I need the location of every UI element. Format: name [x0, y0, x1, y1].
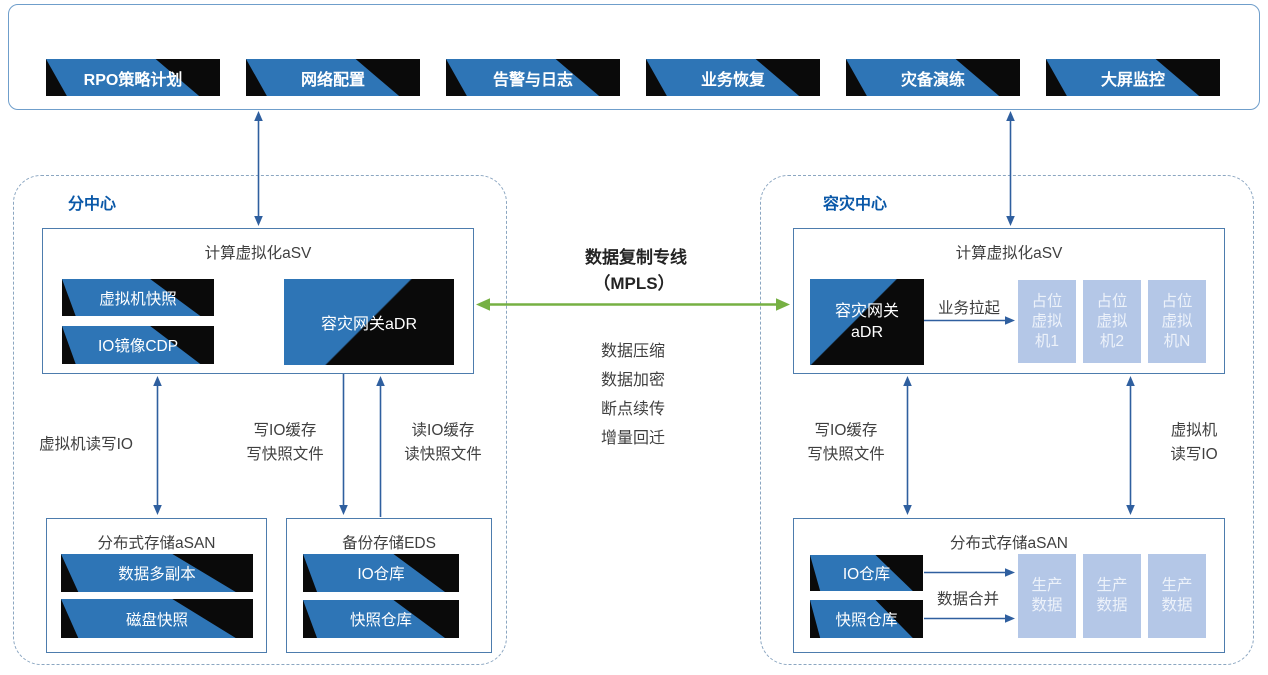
chip-io-mirror-cdp: IO镜像CDP [62, 326, 214, 364]
top-button-alert-log: 告警与日志 [446, 59, 620, 96]
top-button-screen-monitor: 大屏监控 [1046, 59, 1220, 96]
chip-disk-snapshot: 磁盘快照 [61, 599, 253, 638]
dr-center-title: 容灾中心 [823, 196, 888, 213]
dr-asan-box: 分布式存储aSAN IO仓库 快照仓库 生产 数据 生产 数据 生产 数据 [793, 518, 1225, 653]
chip-label: 磁盘快照 [125, 611, 188, 629]
label-vm-read-write-io-dr: 虚拟机 读写IO [1170, 422, 1218, 463]
dr-center-region: 容灾中心 [760, 175, 1254, 665]
chip-io-repository-dr: IO仓库 [810, 555, 923, 591]
production-data-2: 生产 数据 [1083, 554, 1141, 638]
top-button-label: 大屏监控 [1100, 71, 1165, 89]
chip-io-repository: IO仓库 [303, 554, 459, 592]
dr-asv-box: 计算虚拟化aSV 容灾网关 aDR 占位 虚拟 机1 占位 虚拟 机2 占位 虚… [793, 228, 1225, 374]
chip-label: 容灾网关 aDR [834, 303, 899, 341]
placeholder-vm-2: 占位 虚拟 机2 [1083, 280, 1141, 363]
label-service-pull-up: 业务拉起 [937, 300, 1001, 317]
top-button-label: 告警与日志 [492, 71, 573, 89]
label-write-io-cache: 写IO缓存 写快照文件 [246, 422, 324, 463]
chip-vm-snapshot: 虚拟机快照 [62, 279, 214, 316]
chip-label: IO仓库 [357, 566, 405, 583]
chip-dr-gateway-adr: 容灾网关 aDR [810, 279, 924, 365]
production-data-1: 生产 数据 [1018, 554, 1076, 638]
branch-eds-box: 备份存储EDS IO仓库 快照仓库 [286, 518, 492, 653]
branch-asan-title: 分布式存储aSAN [97, 535, 216, 552]
top-button-label: 网络配置 [300, 71, 365, 89]
chip-label: 容灾网关aDR [320, 316, 417, 333]
branch-center-title: 分中心 [68, 196, 117, 213]
branch-center-region: 分中心 [13, 175, 507, 665]
chip-label: IO镜像CDP [97, 338, 179, 355]
chip-snapshot-repository-dr: 快照仓库 [810, 600, 923, 638]
replication-features-list: 数据压缩 数据加密 断点续传 增量回迁 [600, 343, 666, 447]
chip-label: 快照仓库 [835, 612, 898, 629]
connector-mpls-replication-link [476, 298, 790, 311]
mpls-link-title: 数据复制专线 [585, 248, 687, 267]
branch-asan-box: 分布式存储aSAN 数据多副本 磁盘快照 [46, 518, 267, 653]
placeholder-vm-1: 占位 虚拟 机1 [1018, 280, 1076, 363]
placeholder-vm-n: 占位 虚拟 机N [1148, 280, 1206, 363]
label-read-io-cache: 读IO缓存 读快照文件 [404, 422, 482, 463]
branch-asv-title: 计算虚拟化aSV [204, 245, 312, 262]
branch-eds-title: 备份存储EDS [342, 535, 436, 552]
label-vm-read-write-io: 虚拟机读写IO [39, 436, 133, 453]
top-button-label: 灾备演练 [900, 71, 965, 89]
top-button-label: 业务恢复 [700, 71, 765, 89]
chip-data-replicas: 数据多副本 [61, 554, 253, 592]
label-write-io-cache-dr: 写IO缓存 写快照文件 [807, 422, 885, 463]
chip-label: 快照仓库 [349, 612, 412, 629]
mpls-link-subtitle: （MPLS） [593, 274, 675, 293]
dr-asv-title: 计算虚拟化aSV [955, 245, 1063, 262]
chip-label: IO仓库 [842, 566, 891, 583]
chip-snapshot-repository: 快照仓库 [303, 600, 459, 638]
production-data-3: 生产 数据 [1148, 554, 1206, 638]
top-button-label: RPO策略计划 [83, 71, 183, 89]
chip-dr-gateway-adr: 容灾网关aDR [284, 279, 454, 365]
top-button-network-config: 网络配置 [246, 59, 420, 96]
label-data-merge: 数据合并 [936, 591, 1000, 608]
top-button-dr-drill: 灾备演练 [846, 59, 1020, 96]
top-button-rpo-policy: RPO策略计划 [46, 59, 220, 96]
chip-label: 虚拟机快照 [99, 290, 177, 308]
chip-label: 数据多副本 [118, 566, 196, 583]
dr-asan-title: 分布式存储aSAN [950, 535, 1068, 552]
top-button-service-recovery: 业务恢复 [646, 59, 820, 96]
branch-asv-box: 计算虚拟化aSV 虚拟机快照 IO镜像CDP 容灾网关aDR [42, 228, 474, 374]
